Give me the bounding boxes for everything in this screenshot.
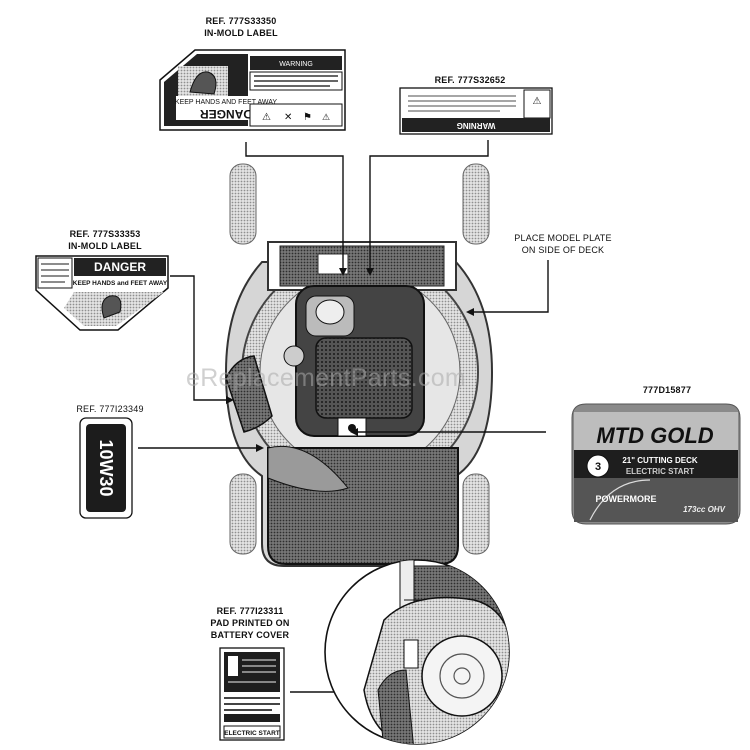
decal-brand: MTD GOLD 3 21" CUTTING DECK ELECTRIC STA… xyxy=(571,403,741,525)
decal-top: WARNING KEEP HANDS AND FEET AWAY DANGER … xyxy=(159,49,346,131)
battery-decal-text: ELECTRIC START xyxy=(224,730,280,737)
decal-battery: ELECTRIC START xyxy=(219,647,285,741)
mower xyxy=(224,163,494,567)
ref-bottom-line1: REF. 777I23311 xyxy=(216,606,284,616)
decal-oil-text: 10W30 xyxy=(96,439,116,496)
decal-top-right-warning: WARNING xyxy=(457,121,496,130)
decal-top-sub: KEEP HANDS AND FEET AWAY xyxy=(175,99,278,106)
brand-line3: POWERMORE xyxy=(595,494,656,504)
ref-bottom-label: REF. 777I23311 PAD PRINTED ON BATTERY CO… xyxy=(195,605,305,641)
detail-circle xyxy=(324,559,510,745)
svg-text:⚠: ⚠ xyxy=(322,112,330,122)
ref-left-label: REF. 777S33353 IN-MOLD LABEL xyxy=(50,228,160,252)
model-plate-line1: PLACE MODEL PLATE xyxy=(514,233,612,243)
ref-top-line1: REF. 777S33350 xyxy=(205,16,277,26)
ref-top-right-label: REF. 777S32652 xyxy=(420,74,520,86)
decal-left: DANGER KEEP HANDS and FEET AWAY xyxy=(35,255,169,331)
ref-top-label: REF. 777S33350 IN-MOLD LABEL xyxy=(186,15,296,39)
ref-oil-line1: REF. 777I23349 xyxy=(76,404,144,414)
brand-engine: 173cc OHV xyxy=(683,505,725,514)
ref-left-line1: REF. 777S33353 xyxy=(69,229,141,239)
ref-left-line2: IN-MOLD LABEL xyxy=(68,241,142,251)
brand-name: MTD GOLD xyxy=(596,423,713,448)
ref-top-right-line1: REF. 777S32652 xyxy=(434,75,506,85)
svg-text:⚠: ⚠ xyxy=(262,112,271,123)
ref-bottom-line3: BATTERY COVER xyxy=(210,630,290,640)
ref-right-label: 777D15877 xyxy=(612,384,722,396)
decal-left-danger: DANGER xyxy=(94,260,146,274)
model-plate-label: PLACE MODEL PLATE ON SIDE OF DECK xyxy=(498,232,628,256)
brand-line1: 21" CUTTING DECK xyxy=(622,456,698,465)
decal-oil: 10W30 xyxy=(79,417,133,519)
model-plate-line2: ON SIDE OF DECK xyxy=(521,245,605,255)
ref-right-line1: 777D15877 xyxy=(642,385,692,395)
watermark: eReplacementParts.com xyxy=(186,364,467,392)
svg-text:⚑: ⚑ xyxy=(303,112,312,123)
ref-bottom-line2: PAD PRINTED ON xyxy=(210,618,290,628)
ref-top-line2: IN-MOLD LABEL xyxy=(204,28,278,38)
brand-line2: ELECTRIC START xyxy=(626,467,694,476)
decal-left-sub: KEEP HANDS and FEET AWAY xyxy=(73,280,168,287)
svg-text:✕: ✕ xyxy=(284,112,292,123)
decal-top-warning: WARNING xyxy=(279,61,313,68)
decal-top-right: ⚠ WARNING xyxy=(399,87,553,135)
decal-top-danger: DANGER xyxy=(200,107,252,121)
ref-oil-label: REF. 777I23349 xyxy=(55,403,165,415)
svg-text:⚠: ⚠ xyxy=(533,96,542,107)
leader-lines xyxy=(138,140,549,696)
brand-badge: 3 xyxy=(595,461,601,473)
